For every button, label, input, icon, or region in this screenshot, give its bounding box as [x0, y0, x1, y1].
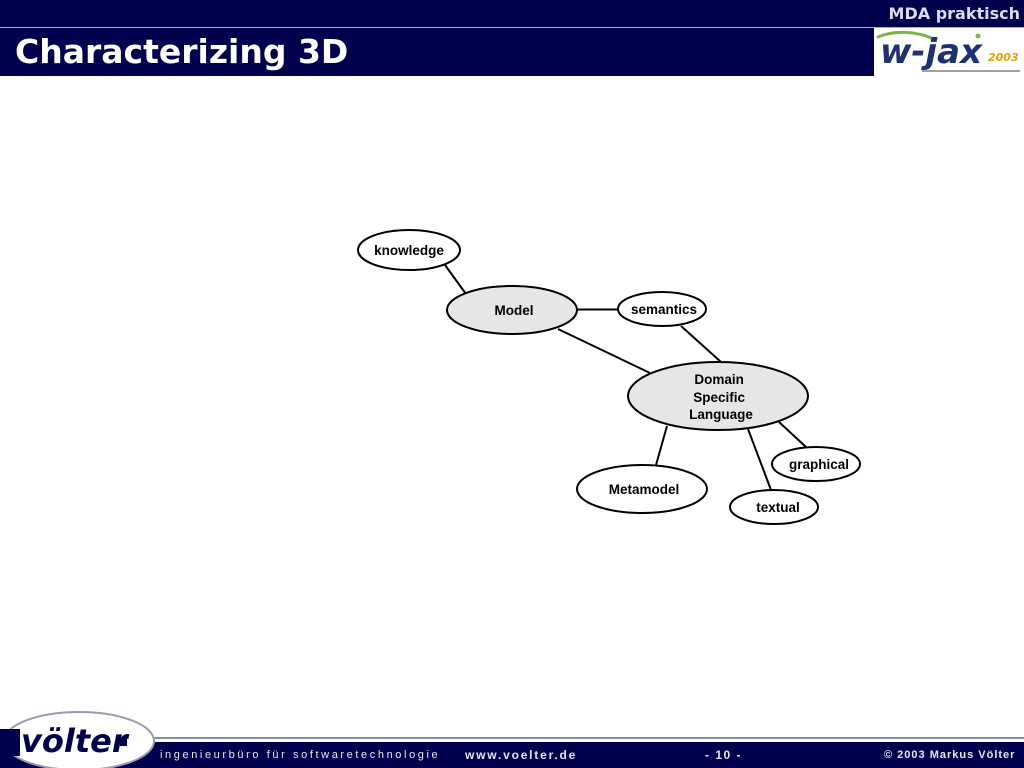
- node-knowledge: knowledge: [357, 229, 461, 271]
- edge-semantics-dsl: [680, 325, 722, 363]
- node-dsl-shape: [627, 361, 809, 431]
- voelter-logo-mark: [120, 738, 127, 746]
- footer-company: ingenieurbüro für softwaretechnologie: [160, 749, 441, 761]
- edge-dsl-textual: [747, 428, 772, 491]
- node-model: Model: [446, 285, 578, 335]
- node-model-shape: [446, 285, 578, 335]
- header-band: MDA praktisch Characterizing 3D: [0, 0, 1024, 76]
- node-dsl-label: Domain Specific Language: [689, 372, 753, 422]
- footer-rule: [0, 737, 1024, 739]
- node-graphical-shape: [771, 446, 861, 482]
- edge-knowledge-model: [444, 264, 467, 295]
- footer-website: www.voelter.de: [465, 748, 578, 762]
- edge-dsl-metamodel: [655, 425, 668, 466]
- voelter-logo-block: [0, 729, 20, 756]
- wjax-logo-name: w-jax: [880, 32, 983, 72]
- wjax-logo-year: 2003: [988, 51, 1019, 64]
- wjax-dot: [975, 33, 981, 39]
- wjax-swoosh: [876, 30, 936, 41]
- footer-band: [0, 742, 1024, 768]
- node-dsl-label-line: Specific: [693, 390, 745, 405]
- wjax-tagline-mark: [922, 70, 1020, 72]
- node-metamodel-shape: [576, 464, 708, 514]
- concept-diagram: knowledge Model semantics Domain Specifi…: [357, 229, 861, 525]
- page-number: - 10 -: [705, 748, 743, 762]
- node-model-label: Model: [495, 303, 534, 318]
- node-knowledge-label: knowledge: [374, 243, 444, 258]
- edges: [444, 264, 807, 491]
- node-semantics-label: semantics: [631, 302, 697, 317]
- node-graphical-label: graphical: [789, 457, 849, 472]
- node-dsl: Domain Specific Language: [627, 361, 809, 431]
- node-metamodel-label: Metamodel: [609, 482, 680, 497]
- node-dsl-label-line: Domain: [694, 372, 744, 387]
- edge-model-dsl: [557, 328, 651, 374]
- node-metamodel: Metamodel: [576, 464, 708, 514]
- node-graphical: graphical: [771, 446, 861, 482]
- wjax-logo: w-jax 2003: [874, 28, 1024, 78]
- slide-title: Characterizing 3D: [15, 32, 349, 71]
- voelter-logo: völter: [0, 711, 155, 768]
- edge-dsl-graphical: [778, 421, 807, 448]
- node-dsl-label-line: Language: [689, 407, 753, 422]
- node-textual-shape: [729, 489, 819, 525]
- node-knowledge-shape: [357, 229, 461, 271]
- node-semantics: semantics: [617, 291, 707, 327]
- footer-copyright: © 2003 Markus Völter: [884, 749, 1016, 761]
- node-textual-label: textual: [756, 500, 800, 515]
- section-label: MDA praktisch: [888, 4, 1020, 23]
- wjax-logo-graphic: w-jax 2003: [876, 30, 1020, 72]
- voelter-logo-text: völter: [21, 722, 130, 760]
- node-semantics-shape: [617, 291, 707, 327]
- node-textual: textual: [729, 489, 819, 525]
- header-rule: [0, 27, 1024, 28]
